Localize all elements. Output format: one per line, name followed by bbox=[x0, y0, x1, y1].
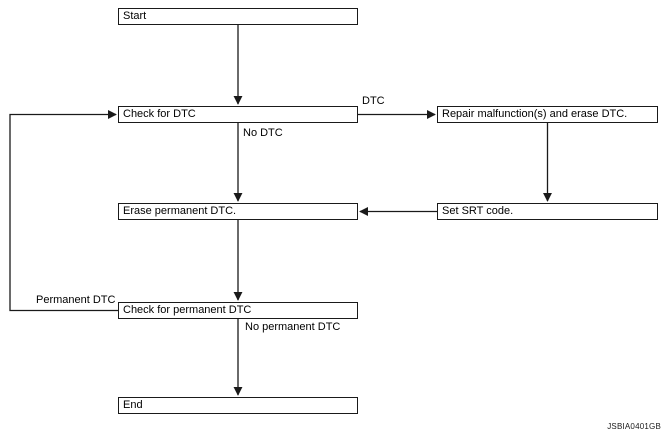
node-end: End bbox=[118, 397, 358, 414]
node-start: Start bbox=[118, 8, 358, 25]
edge-label-no-dtc: No DTC bbox=[243, 127, 283, 139]
edge-check-perm-loop-to-check-dtc bbox=[9, 109, 118, 312]
node-check-for-permanent-dtc: Check for permanent DTC bbox=[118, 302, 358, 319]
node-check-for-dtc: Check for DTC bbox=[118, 106, 358, 123]
node-set-srt-code: Set SRT code. bbox=[437, 203, 658, 220]
node-erase-permanent-dtc: Erase permanent DTC. bbox=[118, 203, 358, 220]
edge-label-permanent-dtc: Permanent DTC bbox=[36, 294, 116, 306]
node-repair-malfunction: Repair malfunction(s) and erase DTC. bbox=[437, 106, 658, 123]
edge-label-dtc: DTC bbox=[362, 95, 385, 107]
figure-id-code: JSBIA0401GB bbox=[607, 422, 661, 431]
edge-label-no-permanent-dtc: No permanent DTC bbox=[245, 321, 341, 333]
